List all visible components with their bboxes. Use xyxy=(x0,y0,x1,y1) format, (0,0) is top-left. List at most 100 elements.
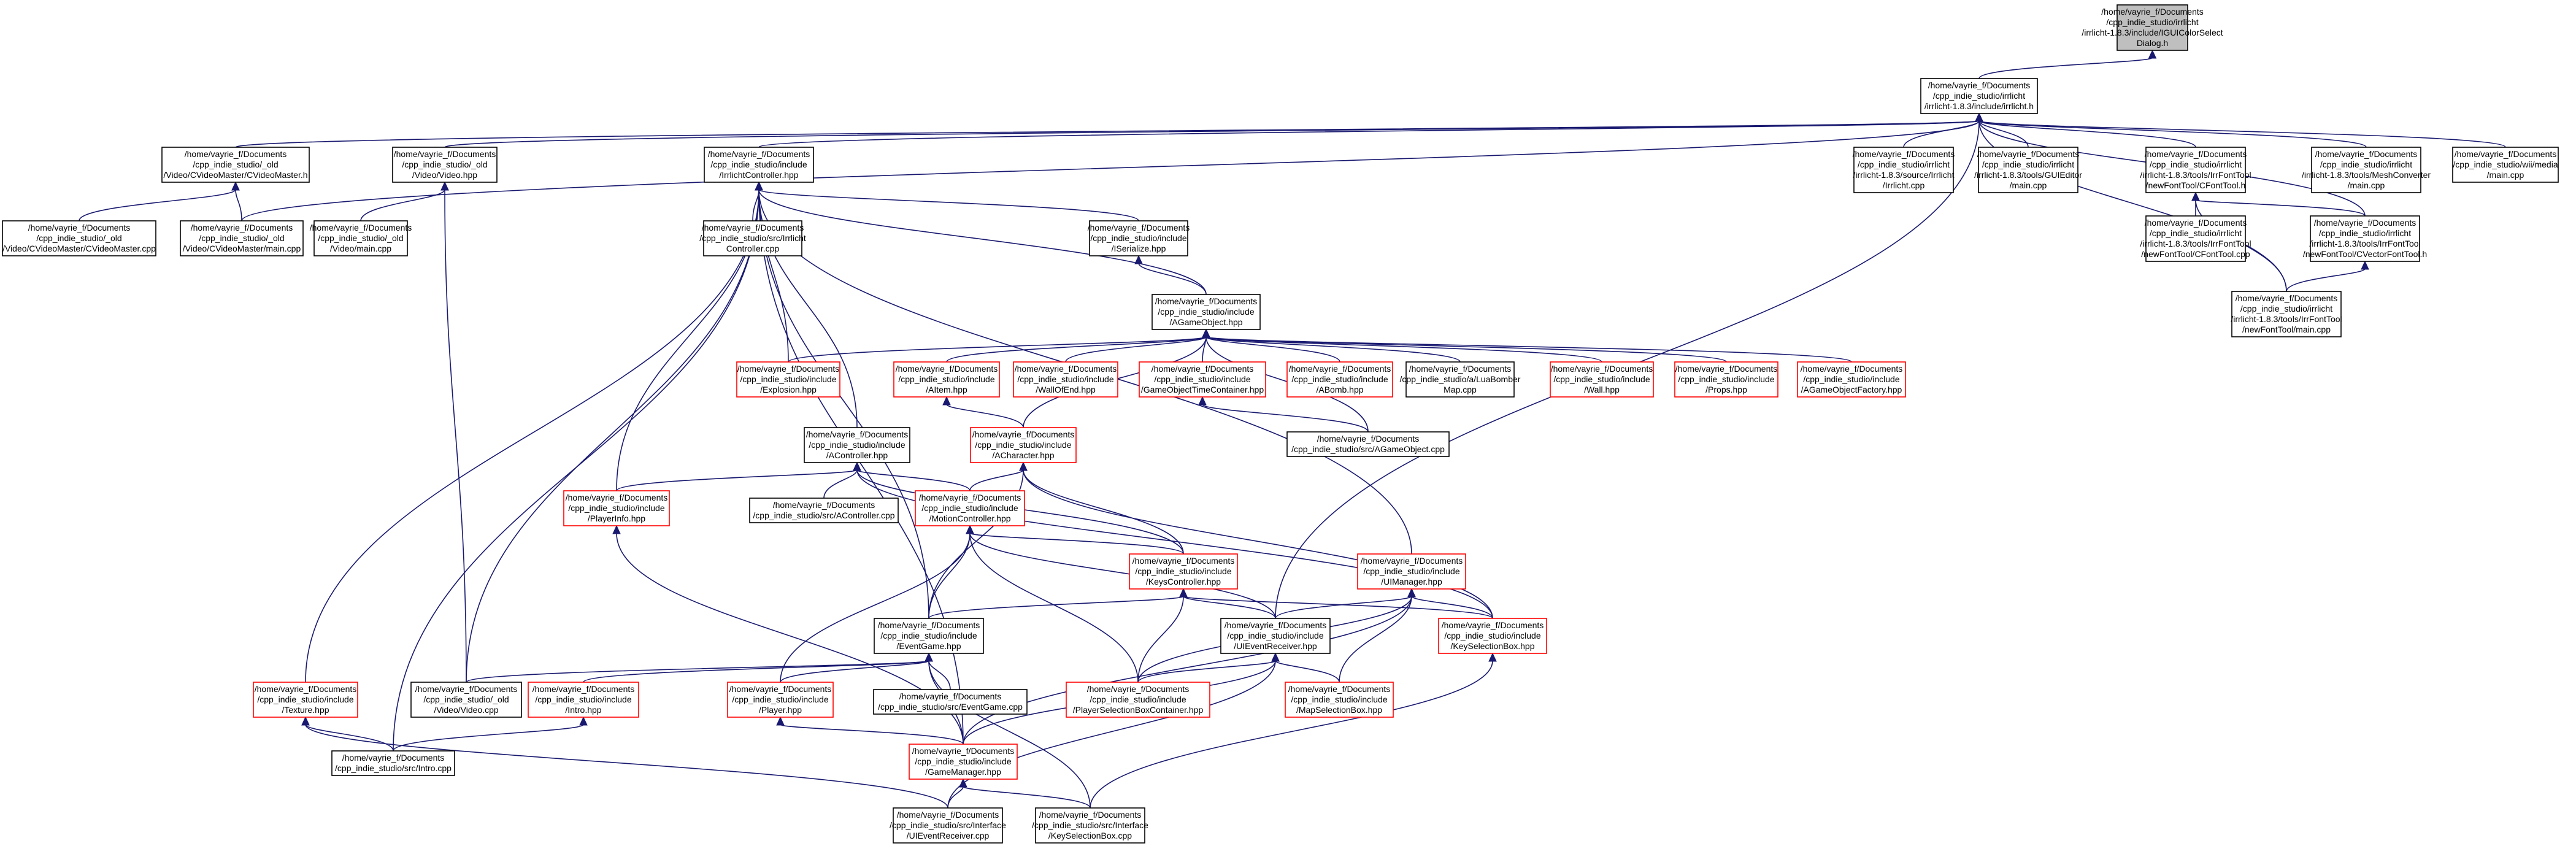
node-uimanager-hpp[interactable]: /home/vayrie_f/Documents/cpp_indie_studi… xyxy=(1357,553,1466,590)
node-cvectorfonttool-h[interactable]: /home/vayrie_f/Documents/cpp_indie_studi… xyxy=(2303,215,2427,262)
node-eventgame-hpp[interactable]: /home/vayrie_f/Documents/cpp_indie_studi… xyxy=(874,618,984,654)
dependency-edge xyxy=(305,189,759,683)
node-label-line: /home/vayrie_f/Documents xyxy=(1155,296,1258,306)
node-label-line: /cpp_indie_studio/_old xyxy=(402,160,487,169)
node-label-line: /cpp_indie_studio/irrlicht xyxy=(2240,304,2332,313)
node-intro-cpp[interactable]: /home/vayrie_f/Documents/cpp_indie_studi… xyxy=(331,750,455,776)
node-wallofend-hpp[interactable]: /home/vayrie_f/Documents/cpp_indie_studi… xyxy=(1013,361,1118,398)
node-box xyxy=(2452,147,2559,183)
node-acontroller-hpp[interactable]: /home/vayrie_f/Documents/cpp_indie_studi… xyxy=(804,427,910,463)
node-label-line: /home/vayrie_f/Documents xyxy=(1132,556,1235,566)
node-label-line: /home/vayrie_f/Documents xyxy=(566,493,668,502)
node-label-line: /cpp_indie_studio/include xyxy=(1803,374,1899,384)
node-keyselectionbox-cpp[interactable]: /home/vayrie_f/Documents/cpp_indie_studi… xyxy=(1032,807,1148,844)
node-label-line: /home/vayrie_f/Documents xyxy=(1928,80,2031,90)
node-motioncontroller-hpp[interactable]: /home/vayrie_f/Documents/cpp_indie_studi… xyxy=(915,490,1025,526)
node-acontroller-cpp[interactable]: /home/vayrie_f/Documents/cpp_indie_studi… xyxy=(749,498,899,523)
node-label-line: /Video/main.cpp xyxy=(330,244,391,253)
node-cvideomaster-cpp[interactable]: /home/vayrie_f/Documents/cpp_indie_studi… xyxy=(2,220,156,256)
node-box xyxy=(2231,291,2342,337)
node-label-line: /cpp_indie_studio/include xyxy=(710,160,807,169)
node-gui-color-select[interactable]: /home/vayrie_f/Documents/cpp_indie_studi… xyxy=(2082,4,2223,51)
node-label-line: /MapSelectionBox.hpp xyxy=(1296,705,1382,715)
node-label-line: /cpp_indie_studio/_old xyxy=(193,160,278,169)
node-props-hpp[interactable]: /home/vayrie_f/Documents/cpp_indie_studi… xyxy=(1674,361,1778,398)
node-gameobjecttimecontainer-hpp[interactable]: /home/vayrie_f/Documents/cpp_indie_studi… xyxy=(1139,361,1266,398)
dependency-edge xyxy=(1339,596,1412,683)
node-irrlicht-cpp[interactable]: /home/vayrie_f/Documents/cpp_indie_studi… xyxy=(1853,147,1955,193)
node-label-line: /home/vayrie_f/Documents xyxy=(1288,684,1391,694)
dependency-edge xyxy=(1205,336,1461,363)
node-video-hpp[interactable]: /home/vayrie_f/Documents/cpp_indie_studi… xyxy=(392,147,498,183)
node-mapselectionbox-hpp[interactable]: /home/vayrie_f/Documents/cpp_indie_studi… xyxy=(1285,682,1394,718)
node-player-hpp[interactable]: /home/vayrie_f/Documents/cpp_indie_studi… xyxy=(727,682,834,718)
arrow-head xyxy=(1198,396,1207,406)
node-label-line: /cpp_indie_studio/include xyxy=(1135,566,1231,576)
node-label-line: /main.cpp xyxy=(2010,180,2047,190)
node-irrlicht-h[interactable]: /home/vayrie_f/Documents/cpp_indie_studi… xyxy=(1920,78,2038,114)
node-box xyxy=(1438,618,1547,654)
node-playerselectionboxcontainer-hpp[interactable]: /home/vayrie_f/Documents/cpp_indie_studi… xyxy=(1066,682,1210,718)
node-keyscontroller-hpp[interactable]: /home/vayrie_f/Documents/cpp_indie_studi… xyxy=(1129,553,1238,590)
node-video-main[interactable]: /home/vayrie_f/Documents/cpp_indie_studi… xyxy=(310,220,412,256)
node-video-cpp[interactable]: /home/vayrie_f/Documents/cpp_indie_studi… xyxy=(410,682,522,718)
node-label-line: /cpp_indie_studio/irrlicht xyxy=(2150,228,2242,238)
node-label-line: /cpp_indie_studio/src/Intro.cpp xyxy=(335,763,452,773)
arrow-head xyxy=(2361,260,2369,270)
node-abomb-hpp[interactable]: /home/vayrie_f/Documents/cpp_indie_studi… xyxy=(1286,361,1393,398)
dependency-edge xyxy=(963,596,1412,745)
node-wiimedia-main[interactable]: /home/vayrie_f/Documents/cpp_indie_studi… xyxy=(2452,147,2559,183)
node-box xyxy=(2145,215,2246,262)
arrow-head xyxy=(2148,49,2157,59)
node-guieditor-main[interactable]: /home/vayrie_f/Documents/cpp_indie_studi… xyxy=(1974,147,2082,193)
node-label-line: /home/vayrie_f/Documents xyxy=(1801,364,1903,374)
node-label-line: /ACharacter.hpp xyxy=(992,450,1054,460)
node-cfonttool-cpp[interactable]: /home/vayrie_f/Documents/cpp_indie_studi… xyxy=(2140,215,2251,262)
node-agameobject-hpp[interactable]: /home/vayrie_f/Documents/cpp_indie_studi… xyxy=(1152,294,1261,330)
dependency-edge xyxy=(947,786,964,809)
node-wall-hpp[interactable]: /home/vayrie_f/Documents/cpp_indie_studi… xyxy=(1550,361,1654,398)
node-label-line: /home/vayrie_f/Documents xyxy=(2455,149,2557,159)
node-uieventreceiver-cpp[interactable]: /home/vayrie_f/Documents/cpp_indie_studi… xyxy=(890,807,1006,844)
dependency-edge xyxy=(1138,263,1207,295)
node-cvideomaster-main[interactable]: /home/vayrie_f/Documents/cpp_indie_studi… xyxy=(180,220,304,256)
node-iserialize-hpp[interactable]: /home/vayrie_f/Documents/cpp_indie_studi… xyxy=(1088,220,1190,256)
dependency-edge xyxy=(856,469,1493,619)
node-newfonttool-main[interactable]: /home/vayrie_f/Documents/cpp_indie_studi… xyxy=(2231,291,2342,337)
dependency-edge xyxy=(928,533,971,619)
node-label-line: /cpp_indie_studio/_old xyxy=(423,694,509,704)
node-irrlichtcontroller-hpp[interactable]: /home/vayrie_f/Documents/cpp_indie_studi… xyxy=(704,147,814,183)
dependency-edge xyxy=(583,660,929,683)
node-cfonttool-h[interactable]: /home/vayrie_f/Documents/cpp_indie_studi… xyxy=(2140,147,2251,193)
node-label-line: /cpp_indie_studio/irrlicht xyxy=(2150,160,2242,169)
node-luabombermap-cpp[interactable]: /home/vayrie_f/Documents/cpp_indie_studi… xyxy=(1400,361,1521,398)
node-aitem-hpp[interactable]: /home/vayrie_f/Documents/cpp_indie_studi… xyxy=(893,361,1000,398)
node-label-line: /home/vayrie_f/Documents xyxy=(394,149,496,159)
node-label-line: /home/vayrie_f/Documents xyxy=(310,223,412,233)
node-label-line: /home/vayrie_f/Documents xyxy=(897,810,999,820)
node-agameobjectfactory-hpp[interactable]: /home/vayrie_f/Documents/cpp_indie_studi… xyxy=(1797,361,1906,398)
node-label-line: /Texture.hpp xyxy=(282,705,329,715)
node-eventgame-cpp[interactable]: /home/vayrie_f/Documents/cpp_indie_studi… xyxy=(873,689,1028,715)
node-irrlichtcontroller-cpp[interactable]: /home/vayrie_f/Documents/cpp_indie_studi… xyxy=(699,220,806,256)
node-uieventreceiver-hpp[interactable]: /home/vayrie_f/Documents/cpp_indie_studi… xyxy=(1220,618,1331,654)
node-label-line: /ISerialize.hpp xyxy=(1112,244,1166,253)
node-acharacter-hpp[interactable]: /home/vayrie_f/Documents/cpp_indie_studi… xyxy=(970,427,1077,463)
dependency-edge xyxy=(1275,596,1412,619)
node-label-line: /cpp_indie_studio/_old xyxy=(36,233,121,243)
node-texture-hpp[interactable]: /home/vayrie_f/Documents/cpp_indie_studi… xyxy=(253,682,358,718)
node-intro-hpp[interactable]: /home/vayrie_f/Documents/cpp_indie_studi… xyxy=(528,682,639,718)
node-playerinfo-hpp[interactable]: /home/vayrie_f/Documents/cpp_indie_studi… xyxy=(563,490,670,526)
node-keyselectionbox-hpp[interactable]: /home/vayrie_f/Documents/cpp_indie_studi… xyxy=(1438,618,1547,654)
dependency-edge xyxy=(780,660,929,683)
node-label-line: /PlayerSelectionBoxContainer.hpp xyxy=(1073,705,1204,715)
node-explosion-hpp[interactable]: /home/vayrie_f/Documents/cpp_indie_studi… xyxy=(736,361,840,398)
node-gamemanager-hpp[interactable]: /home/vayrie_f/Documents/cpp_indie_studi… xyxy=(909,744,1018,780)
node-agameobject-cpp[interactable]: /home/vayrie_f/Documents/cpp_indie_studi… xyxy=(1286,431,1450,457)
node-cvideomaster-h[interactable]: /home/vayrie_f/Documents/cpp_indie_studi… xyxy=(161,147,310,183)
dependency-edge xyxy=(466,189,759,683)
node-label-line: /home/vayrie_f/Documents xyxy=(806,429,909,439)
node-box xyxy=(727,682,834,718)
node-meshconverter-main[interactable]: /home/vayrie_f/Documents/cpp_indie_studi… xyxy=(2302,147,2431,193)
node-label-line: /Video/CVideoMaster/CVideoMaster.cpp xyxy=(2,244,156,253)
